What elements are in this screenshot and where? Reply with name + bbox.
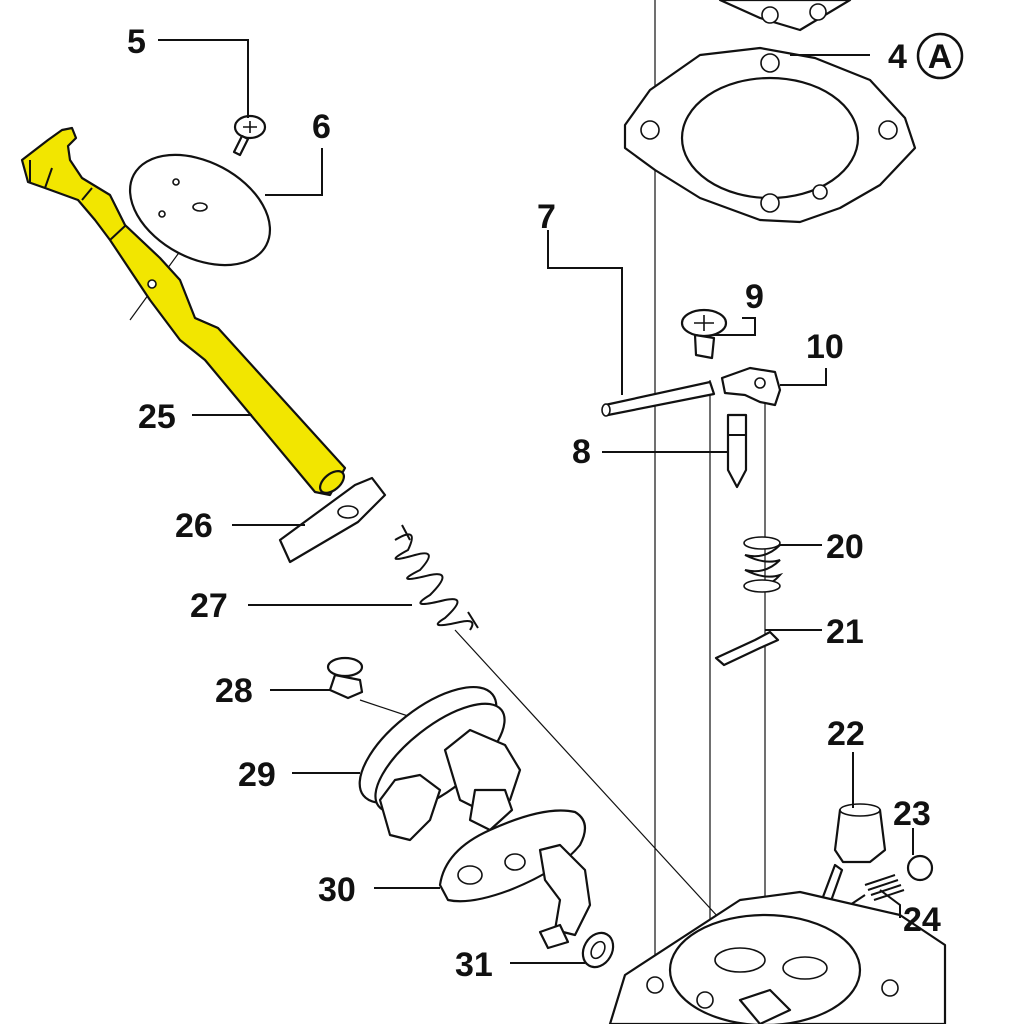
part-20-spring [743, 536, 784, 593]
callout-badge-label: A [928, 38, 953, 76]
carburetor-body [608, 890, 947, 1027]
part-23-ball [906, 854, 934, 882]
label-4: 4 [888, 38, 907, 76]
label-21: 21 [826, 613, 864, 651]
label-25: 25 [138, 398, 176, 436]
label-20: 20 [826, 528, 864, 566]
label-29: 29 [238, 756, 276, 794]
part-5-screw [232, 114, 267, 157]
part-24-spring [849, 874, 905, 906]
label-30: 30 [318, 871, 356, 909]
part-4-gasket [623, 0, 917, 224]
leader-lines [158, 39, 914, 964]
part-31-clip [581, 931, 615, 969]
part-labels: 4 5 6 7 8 9 10 20 21 22 23 24 25 26 27 2… [127, 23, 941, 984]
label-6: 6 [312, 108, 331, 146]
label-10: 10 [806, 328, 844, 366]
label-7: 7 [537, 198, 556, 236]
label-24: 24 [903, 901, 941, 939]
callout-badge-a: A [916, 32, 964, 80]
part-7-pin [601, 380, 716, 417]
label-27: 27 [190, 587, 228, 625]
part-25-shaft [20, 126, 347, 497]
part-26-lever [278, 476, 387, 564]
part-29-throttle-plate [358, 685, 522, 842]
part-28-screw [326, 656, 364, 700]
label-9: 9 [745, 278, 764, 316]
part-9-screw [680, 308, 728, 360]
label-22: 22 [827, 715, 865, 753]
part-8-needle [726, 413, 748, 489]
part-6-disc [128, 153, 272, 267]
part-21-arm [714, 630, 780, 667]
label-5: 5 [127, 23, 146, 61]
label-8: 8 [572, 433, 591, 471]
label-23: 23 [893, 795, 931, 833]
label-26: 26 [175, 507, 213, 545]
part-30-plate [438, 809, 592, 950]
part-10-lever-arm [720, 366, 782, 407]
part-27-spring [394, 524, 479, 631]
label-31: 31 [455, 946, 493, 984]
label-28: 28 [215, 672, 253, 710]
